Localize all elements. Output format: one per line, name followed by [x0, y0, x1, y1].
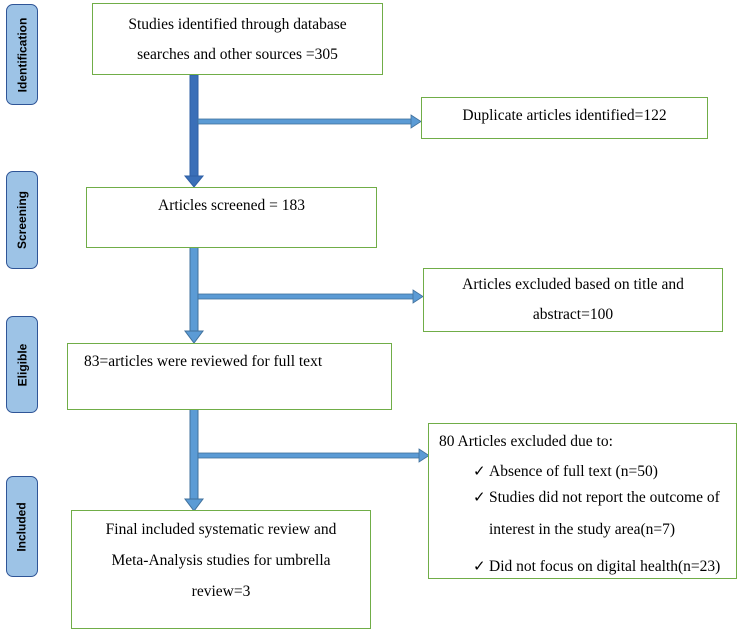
box-line: Articles excluded based on title and [462, 276, 684, 293]
checkmark-icon: ✓ [473, 559, 486, 575]
box-line: abstract=100 [532, 306, 614, 323]
duplicates-box: Duplicate articles identified=122 [421, 97, 708, 139]
list-item: ✓ Studies did not report the outcome of … [439, 485, 736, 549]
box-line: Articles screened = 183 [158, 197, 305, 214]
title-excluded-box: Articles excluded based on title and abs… [423, 268, 723, 332]
box-line: review=3 [191, 583, 251, 600]
box-line: Duplicate articles identified=122 [462, 107, 667, 124]
reason-text: Absence of full text (n=50) [489, 463, 658, 480]
arrow-screened-to-fulltext [184, 246, 204, 344]
arrow-to-duplicates [197, 114, 422, 129]
screened-box: Articles screened = 183 [86, 187, 377, 248]
arrow-to-title-excluded [197, 289, 424, 304]
arrow-identified-to-screened [183, 74, 205, 188]
box-line: 83=articles were reviewed for full text [84, 353, 323, 370]
exclusion-reasons-list: ✓ Absence of full text (n=50) ✓ Studies … [439, 459, 736, 583]
fulltext-excluded-box: 80 Articles excluded due to: ✓ Absence o… [428, 423, 737, 579]
box-line: searches and other sources =305 [137, 46, 338, 63]
list-item: ✓ Absence of full text (n=50) [439, 459, 736, 485]
box-line: Studies identified through database [128, 16, 347, 33]
checkmark-icon: ✓ [473, 464, 486, 480]
box-line: Final included systematic review and [105, 521, 337, 538]
phase-screening: Screening [6, 171, 38, 269]
phase-eligible: Eligible [6, 316, 38, 413]
phase-identification: Identification [6, 4, 38, 105]
list-item: ✓ Did not focus on digital health(n=23) [439, 551, 736, 583]
exclusion-heading: 80 Articles excluded due to: [439, 433, 613, 450]
reason-text: Did not focus on digital health(n=23) [489, 558, 721, 575]
fulltext-box: 83=articles were reviewed for full text [67, 343, 392, 410]
arrow-to-fulltext-excluded [197, 448, 430, 463]
identified-box: Studies identified through database sear… [92, 3, 383, 75]
box-line: Meta-Analysis studies for umbrella [111, 552, 331, 569]
arrow-fulltext-to-included [184, 408, 204, 512]
reason-text: Studies did not report the outcome of [489, 489, 720, 506]
phase-included: Included [6, 476, 38, 577]
checkmark-icon: ✓ [473, 490, 486, 506]
included-box: Final included systematic review and Met… [71, 510, 371, 629]
reason-text-continued: interest in the study area(n=7) [489, 521, 676, 538]
